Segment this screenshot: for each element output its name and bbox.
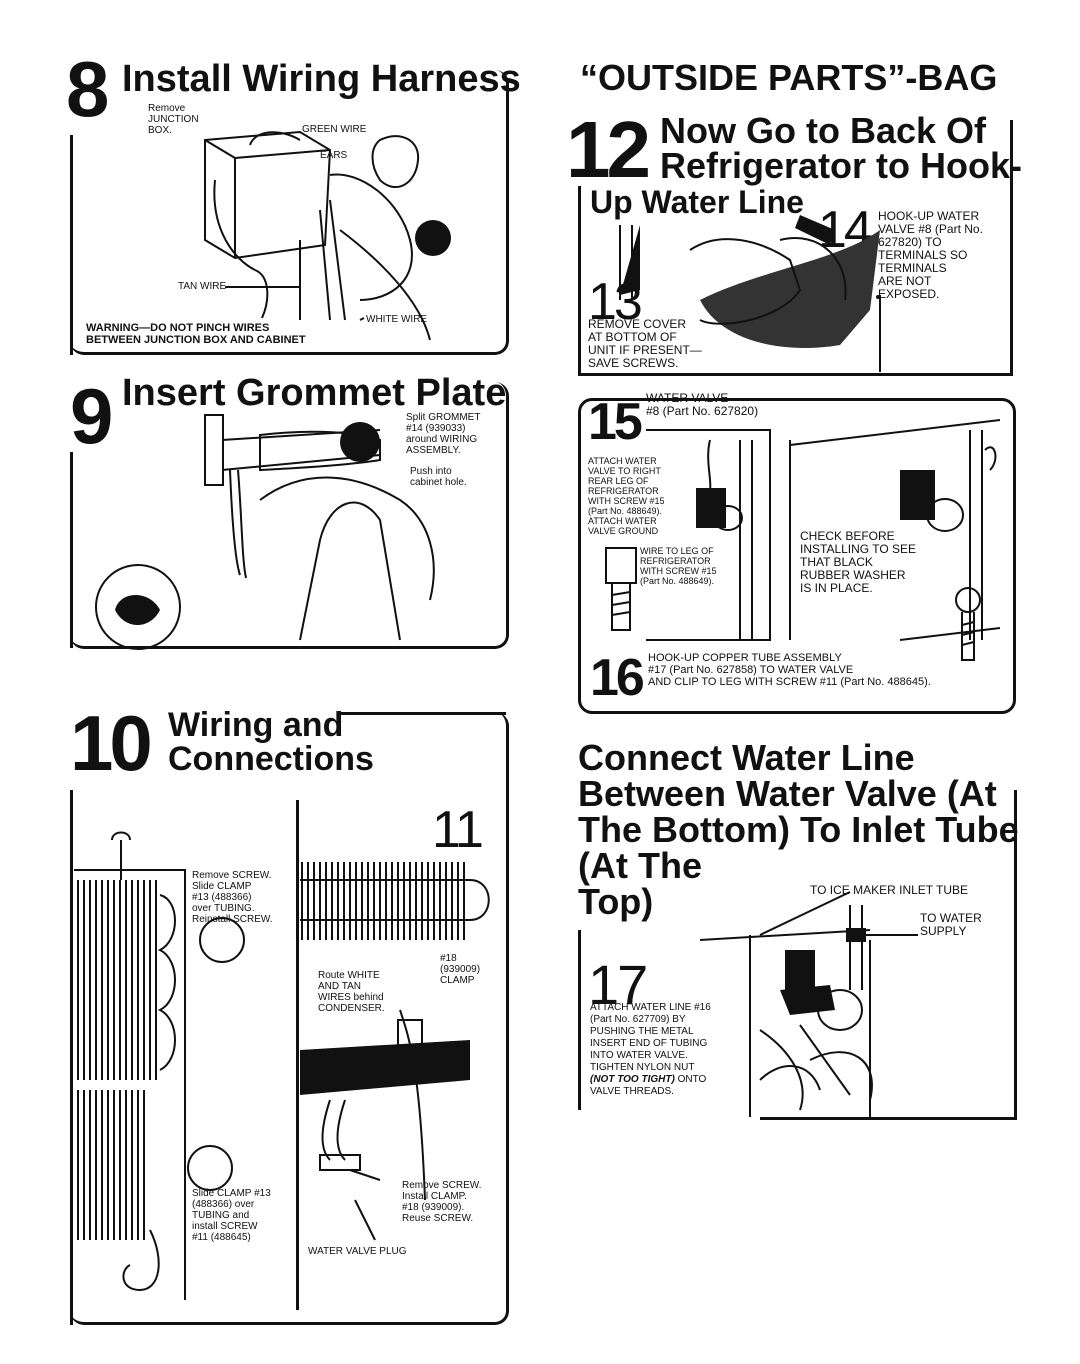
- water-supply-label: TO WATER SUPPLY: [920, 911, 982, 938]
- step10-panel: [70, 712, 509, 1325]
- step9-panel: [70, 382, 509, 649]
- step11-number: 11: [432, 801, 484, 859]
- connect-line3: The Bottom) To Inlet Tube: [578, 809, 1019, 850]
- grommet-note: Split GROMMET #14 (939033) around WIRING…: [406, 412, 481, 456]
- step12-number: 12: [566, 105, 651, 194]
- step8-number: 8: [66, 45, 109, 133]
- remove-box-label: Remove JUNCTION BOX.: [148, 103, 199, 136]
- step17-text-a: ATTACH WATER LINE #16 (Part No. 627709) …: [590, 1002, 711, 1073]
- step8-left-rule: [70, 135, 73, 355]
- slide-clamp-note: Slide CLAMP #13 (488366) over TUBING and…: [192, 1188, 271, 1243]
- push-note: Push into cabinet hole.: [410, 466, 467, 488]
- clamp-18-note: #18 (939009) CLAMP: [440, 953, 481, 986]
- install-clamp-note: Remove SCREW. Install CLAMP. #18 (939009…: [402, 1180, 482, 1224]
- step15-header: WATER VALVE #8 (Part No. 627820): [646, 391, 759, 418]
- step13-text: REMOVE COVER AT BOTTOM OF UNIT IF PRESEN…: [588, 317, 702, 370]
- step12-left-rule: [578, 186, 581, 376]
- step10-top-rule: [338, 712, 506, 715]
- connect-line5: Top): [578, 881, 654, 922]
- step12-line3: Up Water Line: [590, 184, 804, 220]
- connect-line1: Connect Water Line: [578, 737, 915, 778]
- step12-line1: Now Go to Back Of: [660, 110, 987, 151]
- clamp-note: Remove SCREW. Slide CLAMP #13 (488366) o…: [192, 870, 273, 925]
- connect-bottom-rule: [760, 1117, 1017, 1120]
- step17-number: 17: [588, 953, 648, 1016]
- white-wire-label: WHITE WIRE: [366, 314, 428, 325]
- step15-number: 15: [588, 393, 643, 451]
- ground-wire-note: WIRE TO LEG OF REFRIGERATOR WITH SCREW #…: [640, 546, 717, 586]
- connect-left-rule: [578, 930, 581, 1110]
- step16-number: 16: [590, 649, 645, 707]
- step10-left-rule: [70, 790, 73, 1325]
- step9-left-rule: [70, 452, 73, 648]
- not-too-tight: (NOT TOO TIGHT): [590, 1074, 675, 1085]
- step12-bottom-rule: [578, 373, 1013, 376]
- step12-line2: Refrigerator to Hook-: [660, 145, 1023, 186]
- connect-line4: (At The: [578, 845, 702, 886]
- step17-onto: ONTO: [674, 1074, 707, 1085]
- step10-title-1: Wiring and: [168, 706, 344, 744]
- step9-title: Insert Grommet Plate: [122, 372, 507, 414]
- step8-panel: [70, 70, 509, 355]
- step15-16-panel: [578, 398, 1016, 714]
- step16-text: HOOK-UP COPPER TUBE ASSEMBLY #17 (Part N…: [648, 652, 931, 688]
- step8-title: Install Wiring Harness: [122, 58, 521, 100]
- step17-text-d: VALVE THREADS.: [590, 1086, 674, 1097]
- attach-valve-note: ATTACH WATER VALVE TO RIGHT REAR LEG OF …: [588, 456, 665, 536]
- connect-right-rule: [1014, 790, 1017, 1120]
- outside-parts-heading: “OUTSIDE PARTS”-BAG: [580, 57, 998, 98]
- tan-wire-label: TAN WIRE: [178, 281, 227, 292]
- pinch-warning: WARNING—DO NOT PINCH WIRES BETWEEN JUNCT…: [86, 322, 306, 346]
- valve-plug-note: WATER VALVE PLUG: [308, 1246, 407, 1257]
- route-wires-note: Route WHITE AND TAN WIRES behind CONDENS…: [318, 970, 385, 1014]
- washer-check-note: CHECK BEFORE INSTALLING TO SEE THAT BLAC…: [800, 529, 917, 595]
- green-wire-label: GREEN WIRE: [302, 124, 367, 135]
- step10-divider: [296, 800, 299, 1310]
- step14-text: HOOK-UP WATER VALVE #8 (Part No. 627820)…: [878, 209, 983, 301]
- ears-label: EARS: [320, 150, 348, 161]
- step12-right-rule: [1010, 120, 1013, 375]
- step10-title-2: Connections: [168, 740, 374, 778]
- step17-text-b: (NOT TOO TIGHT) ONTO: [590, 1074, 706, 1086]
- connect-line2: Between Water Valve (At: [578, 773, 997, 814]
